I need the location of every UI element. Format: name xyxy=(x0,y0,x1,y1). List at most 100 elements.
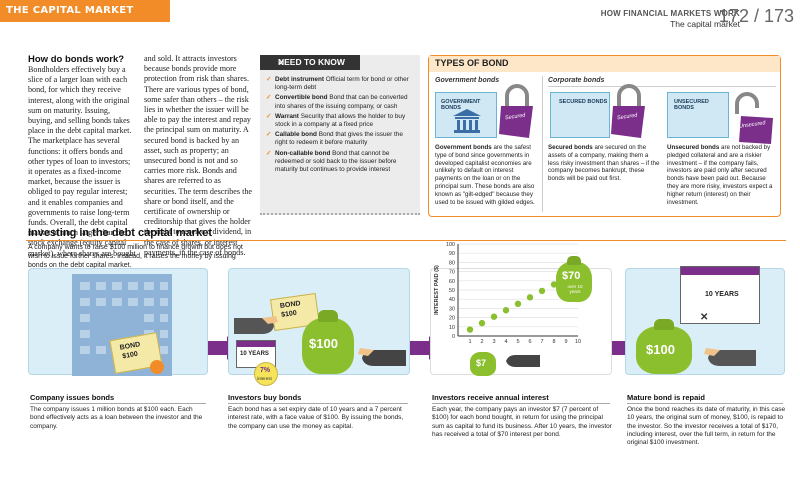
list-item: ✓Non-callable bond Bond that cannot be r… xyxy=(266,150,416,175)
interest-word: interest xyxy=(257,376,272,381)
data-point xyxy=(550,281,558,288)
y-tick-label: 10 xyxy=(449,325,455,331)
term: Warrant xyxy=(275,112,299,120)
unsecured-bond-card-label: UNSECURED BONDS xyxy=(674,99,709,111)
unsecured-bond-card: UNSECURED BONDS xyxy=(667,92,729,138)
y-tick-label: 60 xyxy=(449,279,455,285)
bond-certificate-value: $100 xyxy=(280,309,298,319)
list-item: ✓Warrant Security that allows the holder… xyxy=(266,113,416,129)
gov-bonds-heading: Government bonds xyxy=(435,77,500,84)
definition: Security that allows the holder to buy s… xyxy=(275,112,406,129)
article-column-1: Bondholders effectively buy a slice of a… xyxy=(28,65,136,258)
definition: Official term for bond or other long-ter… xyxy=(275,76,409,92)
check-icon: ✓ xyxy=(266,94,272,102)
hand-icon xyxy=(358,348,406,366)
unsecured-bond-desc: are not backed by pledged collateral and… xyxy=(667,144,773,206)
check-icon: ✓ xyxy=(266,112,272,120)
data-point xyxy=(478,319,486,327)
money-bag-icon: $70 over 10 years xyxy=(556,256,592,302)
y-tick-label: 100 xyxy=(446,242,455,248)
definition: Bond that cannot be redeemed or sold bac… xyxy=(275,149,397,174)
money-bag-amount: $100 xyxy=(309,336,338,351)
chapter-title: HOW FINANCIAL MARKETS WORK xyxy=(600,9,740,18)
calendar-label: 10 YEARS xyxy=(705,291,739,298)
secured-bond-desc: are secured on the assets of a company, … xyxy=(548,144,660,183)
money-bag-amount: $70 xyxy=(562,270,581,282)
divider xyxy=(26,240,786,241)
step-title: Company issues bonds xyxy=(30,393,115,402)
hand-icon xyxy=(234,316,278,334)
money-bag-amount: $7 xyxy=(476,358,487,368)
divider xyxy=(542,76,543,212)
corp-bonds-heading: Corporate bonds xyxy=(548,77,605,84)
gov-bond-desc: are the safest type of bond since govern… xyxy=(435,144,535,206)
term: Callable bond xyxy=(275,131,317,139)
money-bag-top xyxy=(318,310,338,322)
need-to-know-header: ✓ NEED TO KNOW xyxy=(260,55,360,70)
money-bag-note: over 10 years xyxy=(567,284,583,294)
x-tick-label: 9 xyxy=(564,339,567,345)
check-icon: ✓ xyxy=(266,149,272,157)
data-point xyxy=(466,326,474,333)
gov-bond-card-label: GOVERNMENT BONDS xyxy=(441,99,481,111)
hand-icon xyxy=(704,348,756,366)
article-heading: How do bonds work? xyxy=(28,54,125,65)
calendar-icon: 10 YEARS xyxy=(680,266,760,324)
step-text: Each year, the company pays an investor … xyxy=(432,406,612,438)
seal-icon xyxy=(150,360,164,374)
unsecured-bond-text: Unsecured bonds are not backed by pledge… xyxy=(667,144,777,206)
money-bag-icon: $100 xyxy=(302,310,354,374)
check-icon: ✓ xyxy=(266,131,272,139)
page-subtitle: The capital market xyxy=(670,19,740,29)
divider xyxy=(627,403,783,404)
gov-bond-term: Government bonds xyxy=(435,144,492,151)
list-item: ✓Callable bond Bond that gives the issue… xyxy=(266,131,416,147)
definition: Bond that can be converted into shares o… xyxy=(275,94,408,110)
article-column-2: and sold. It attracts investors because … xyxy=(144,54,252,257)
government-building-icon xyxy=(453,109,481,133)
secured-bond-card-label: SECURED BONDS xyxy=(559,99,608,105)
money-bag-amount: $100 xyxy=(646,342,675,357)
secured-bond-text: Secured bonds are secured on the assets … xyxy=(548,144,660,183)
types-of-bond-header: TYPES OF BOND xyxy=(429,56,780,72)
need-to-know-box: ✓ NEED TO KNOW ✓Debt instrument Official… xyxy=(260,55,420,215)
check-icon: ✓ xyxy=(278,57,286,67)
lock-icon xyxy=(499,84,533,138)
divider xyxy=(548,86,776,87)
step-text: The company issues 1 million bonds at $1… xyxy=(30,406,203,430)
data-point xyxy=(514,300,522,307)
y-tick-label: 0 xyxy=(452,334,455,340)
types-of-bond-heading: TYPES OF BOND xyxy=(435,58,509,68)
flow-arrow xyxy=(410,336,439,360)
types-of-bond-box: TYPES OF BOND Government bonds Corporate… xyxy=(428,55,781,217)
unsecured-bond-term: Unsecured bonds xyxy=(667,144,720,151)
divider xyxy=(30,403,206,404)
page-numbers: 172 / 173 xyxy=(718,6,794,26)
x-tick-label: 10 xyxy=(575,339,581,345)
secured-bond-term: Secured bonds xyxy=(548,144,593,151)
term: Convertible bond xyxy=(275,94,328,102)
list-item: ✓Debt instrument Official term for bond … xyxy=(266,76,416,92)
secured-bond-card: SECURED BONDS xyxy=(550,92,610,138)
section-title: THE CAPITAL MARKET xyxy=(6,5,134,16)
calendar-label: 10 YEARS xyxy=(240,351,269,357)
x-tick-label: 2 xyxy=(480,339,483,345)
need-to-know-heading: NEED TO KNOW xyxy=(278,57,345,67)
x-tick-label: 5 xyxy=(516,339,519,345)
money-bag-top xyxy=(654,319,674,330)
y-axis-label: INTEREST PAID ($) xyxy=(434,265,440,315)
open-lock-icon xyxy=(735,92,773,144)
step-title: Investors buy bonds xyxy=(228,393,302,402)
y-tick-label: 70 xyxy=(449,270,455,276)
y-tick-label: 30 xyxy=(449,306,455,312)
cross-mark-icon: ✕ xyxy=(700,312,709,323)
step-text: Each bond has a set expiry date of 10 ye… xyxy=(228,406,404,430)
bond-certificate-label: BOND xyxy=(279,300,302,310)
x-tick-label: 6 xyxy=(528,339,531,345)
money-bag-top xyxy=(567,256,581,265)
calendar-header xyxy=(237,341,275,347)
section-header-bar xyxy=(0,0,170,22)
step-text: Once the bond reaches its date of maturi… xyxy=(627,406,786,447)
definition: Bond that gives the issuer the right to … xyxy=(275,131,403,147)
